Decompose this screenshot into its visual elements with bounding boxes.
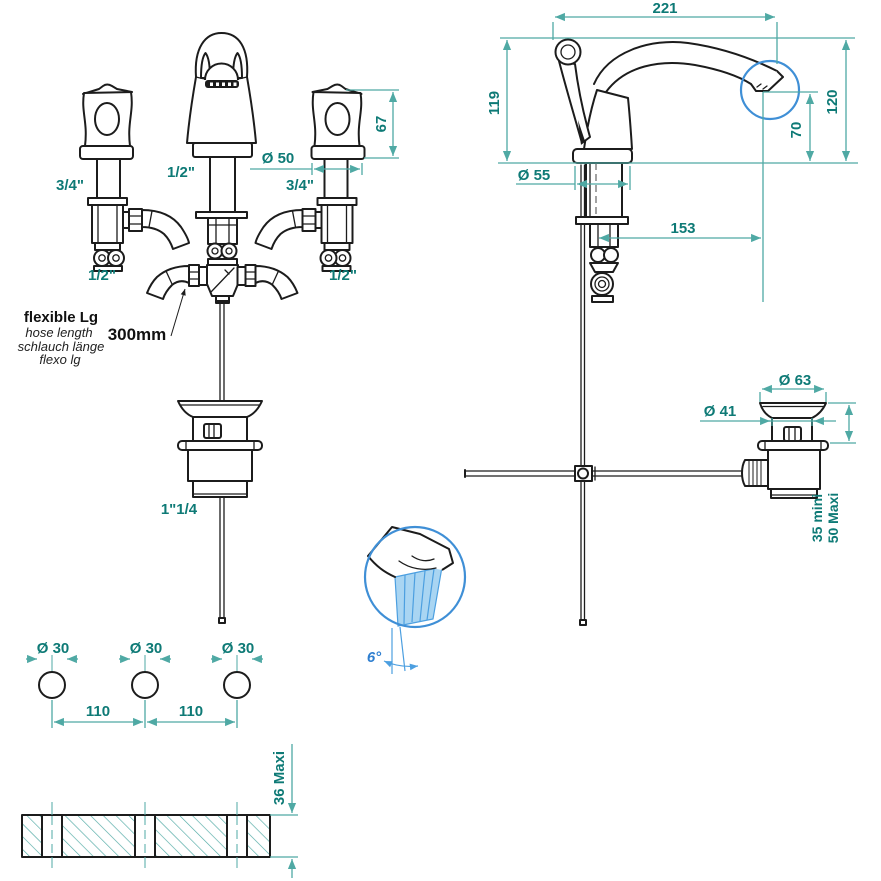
dim-d50: Ø 50 bbox=[262, 150, 295, 167]
dim-d63: Ø 63 bbox=[779, 372, 812, 389]
label-drain-thread: 1"1/4 bbox=[161, 501, 198, 518]
dim-70: 70 bbox=[788, 122, 805, 139]
dim-119: 119 bbox=[486, 91, 503, 115]
label-center-size: 1/2" bbox=[167, 164, 195, 181]
note-flexo-lg: flexo lg bbox=[39, 352, 81, 367]
dim-67: 67 bbox=[373, 116, 390, 133]
popup-rod-side bbox=[580, 164, 586, 621]
front-view bbox=[79, 32, 366, 624]
note-hose-length: hose length bbox=[25, 325, 92, 340]
label-left-hose-size: 1/2" bbox=[88, 267, 116, 284]
note-300mm: 300mm bbox=[108, 325, 167, 344]
side-drain bbox=[741, 402, 829, 499]
side-handle-loop bbox=[554, 38, 582, 66]
label-right-hose-size: 1/2" bbox=[329, 267, 357, 284]
dim-120: 120 bbox=[824, 89, 841, 114]
angle-arc bbox=[383, 660, 419, 671]
spray-detail bbox=[363, 525, 467, 674]
hole-circle-2 bbox=[131, 671, 159, 699]
detail-bubble-circle bbox=[363, 525, 467, 629]
front-center-spout bbox=[146, 32, 299, 401]
dim-35-mini: 35 mini bbox=[809, 494, 825, 542]
dim-d30-1: Ø 30 bbox=[37, 640, 70, 657]
dim-d41: Ø 41 bbox=[704, 403, 737, 420]
dim-d55: Ø 55 bbox=[518, 167, 551, 184]
dim-110-2: 110 bbox=[179, 703, 203, 720]
dim-d30-3: Ø 30 bbox=[222, 640, 255, 657]
hole-circle-3 bbox=[223, 671, 251, 699]
dim-110-1: 110 bbox=[86, 703, 110, 720]
tee-left-hose bbox=[146, 264, 208, 300]
drilling-template bbox=[21, 671, 271, 868]
label-spray-angle: 6° bbox=[367, 649, 382, 666]
dim-d30-2: Ø 30 bbox=[130, 640, 163, 657]
popup-rod-front bbox=[219, 302, 225, 401]
aerator-slits bbox=[210, 82, 237, 86]
spout-tip-highlight-circle bbox=[739, 59, 801, 121]
hose-note-leader bbox=[170, 288, 186, 337]
note-flexible-lg: flexible Lg bbox=[24, 309, 98, 326]
front-drain bbox=[177, 400, 263, 624]
drain-pivot-nut bbox=[741, 459, 769, 487]
side-below-deck bbox=[575, 162, 629, 626]
side-body bbox=[583, 89, 633, 150]
water-spray bbox=[394, 566, 443, 627]
dimensions bbox=[26, 12, 858, 878]
tee-right-hose bbox=[236, 264, 299, 300]
angle-lines bbox=[391, 626, 406, 674]
hole-circle-1 bbox=[38, 671, 66, 699]
dim-153: 153 bbox=[670, 220, 695, 237]
side-spout bbox=[593, 41, 784, 93]
label-right-valve-size: 3/4" bbox=[286, 177, 314, 194]
side-view bbox=[464, 38, 801, 626]
note-schlauch-laenge: schlauch länge bbox=[18, 339, 105, 354]
labels: 3/4" 1/2" 3/4" 1/2" 1/2" 67 Ø 50 flexibl… bbox=[18, 0, 841, 805]
side-handle-lever bbox=[558, 60, 591, 144]
dim-221: 221 bbox=[652, 0, 677, 17]
side-escutcheon bbox=[572, 148, 633, 164]
dim-36-maxi: 36 Maxi bbox=[271, 751, 288, 805]
dim-50-maxi: 50 Maxi bbox=[825, 493, 841, 544]
label-left-valve-size: 3/4" bbox=[56, 177, 84, 194]
deck-cross-section bbox=[21, 802, 271, 868]
popup-control-rod bbox=[464, 465, 745, 482]
